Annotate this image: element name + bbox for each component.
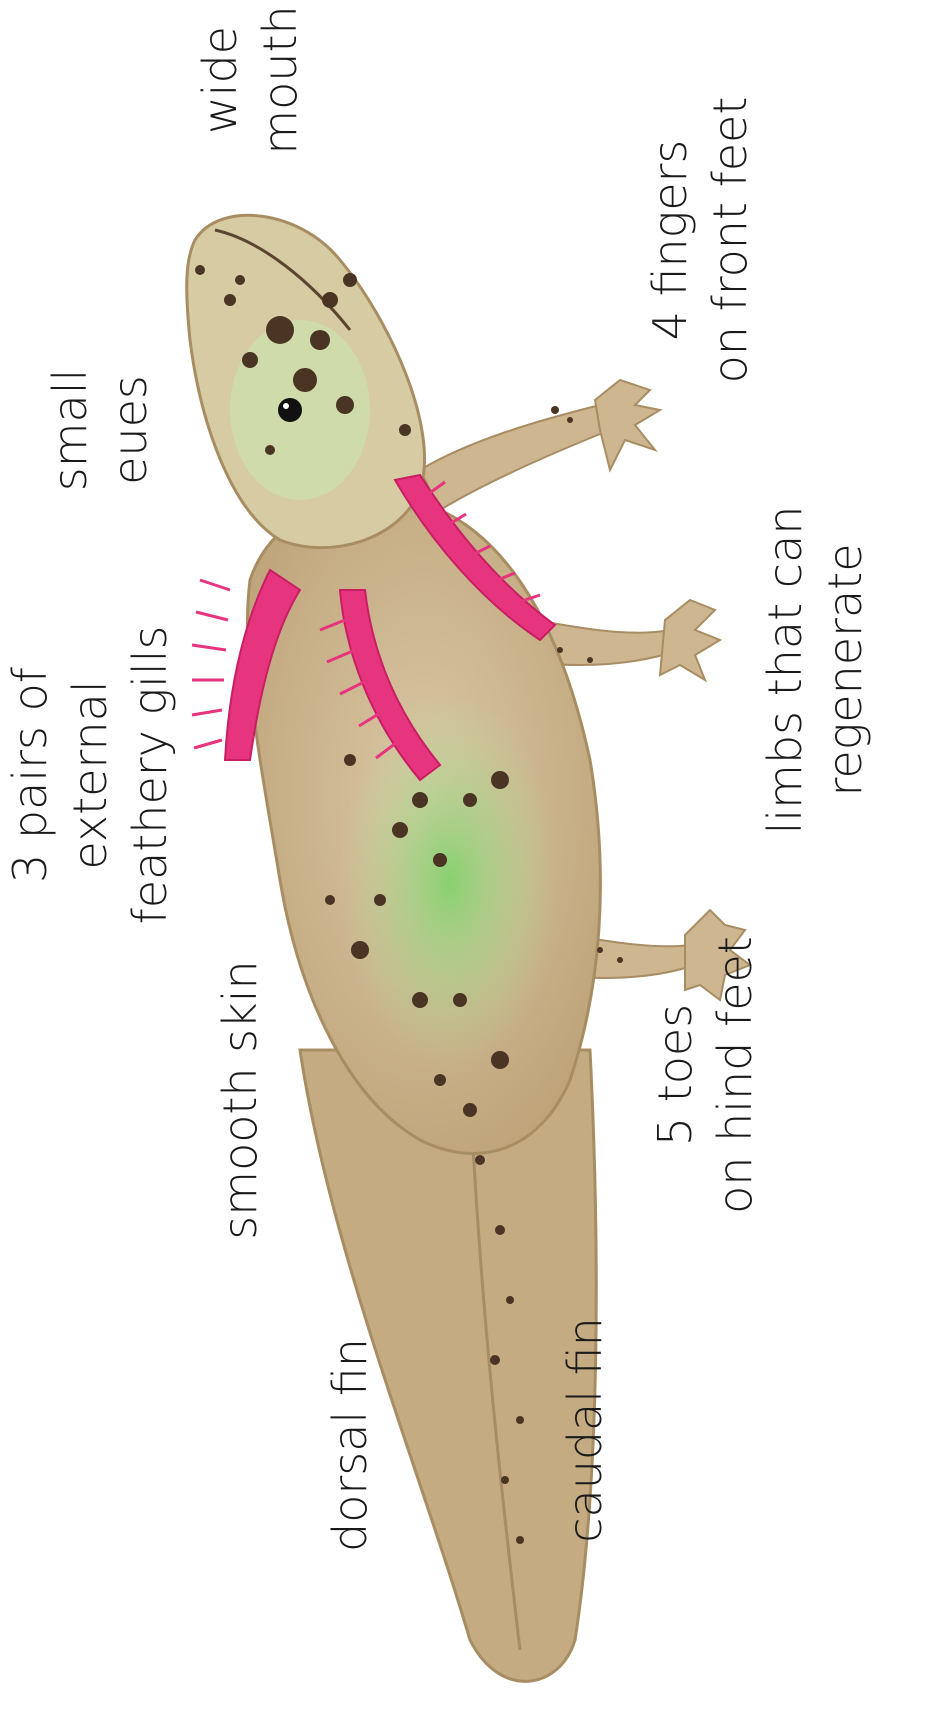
label-front-feet: 4 fingers on front feet [640, 97, 760, 384]
front-hand-lower [660, 600, 720, 680]
label-small-eyes: small eues [40, 369, 160, 492]
label-limbs: limbs that can regenerate [755, 506, 875, 835]
label-dorsal-fin: dorsal fin [320, 1338, 380, 1552]
front-leg-upper [420, 405, 610, 510]
belly-patch [340, 690, 560, 1070]
front-hand-upper [595, 380, 660, 470]
label-smooth-skin: smooth skin [210, 960, 270, 1239]
label-gills: 3 pairs of external feathery gills [0, 626, 180, 925]
eye-icon [278, 398, 302, 422]
label-wide-mouth: wide mouth [190, 5, 310, 154]
label-caudal-fin: caudal fin [555, 1317, 615, 1543]
label-hind-feet: 5 toes on hind feet [645, 936, 765, 1214]
